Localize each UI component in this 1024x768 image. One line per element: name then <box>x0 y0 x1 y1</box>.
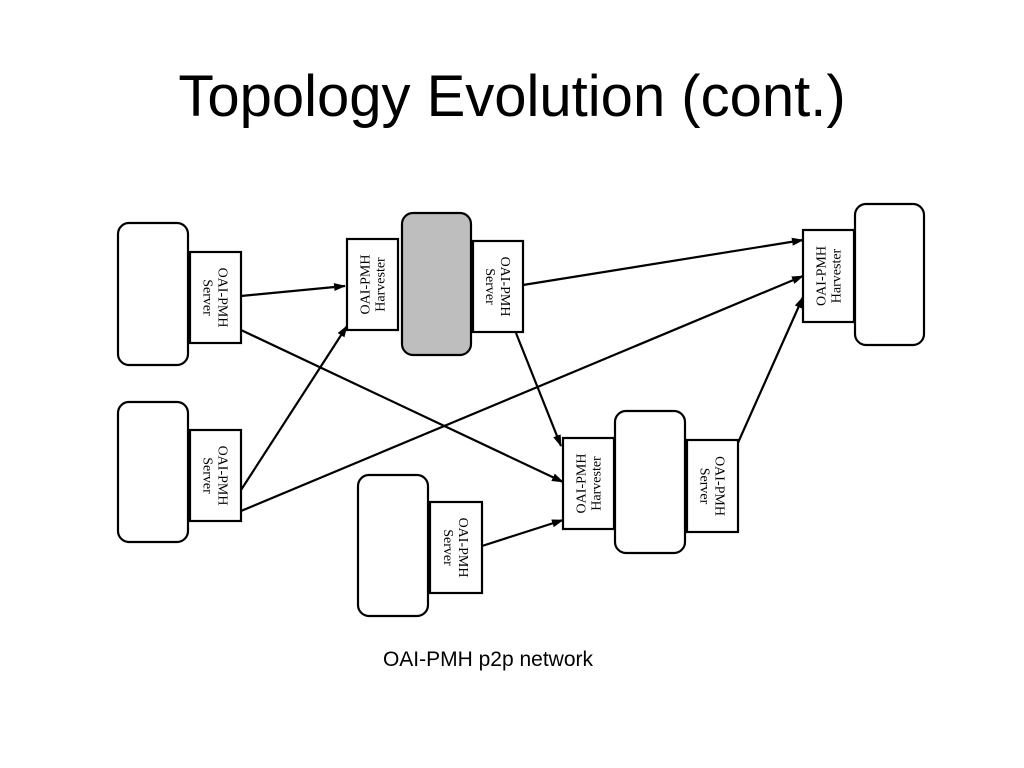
port-label-line1: OAI-PMH <box>497 257 512 317</box>
node-e-harvester-port: OAI-PMH Harvester <box>801 228 856 324</box>
port-label-line2: Harvester <box>830 248 845 303</box>
edge-c-to-e <box>735 296 805 446</box>
port-label-line2: Server <box>200 279 215 316</box>
edge-a-to-c <box>240 329 564 483</box>
node-b-server-port: OAI-PMH Server <box>188 428 243 523</box>
edge-b-to-e <box>240 274 804 513</box>
node-d: OAI-PMH Server <box>356 473 484 618</box>
node-c: OAI-PMH Harvester OAI-PMH Server <box>561 409 740 555</box>
port-label-line2: Server <box>200 457 215 494</box>
hub-node: OAI-PMH Harvester OAI-PMH Server <box>345 211 525 357</box>
port-label-line2: Server <box>440 529 455 566</box>
slide-title: Topology Evolution (cont.) <box>178 64 846 129</box>
node-a: OAI-PMH Server <box>116 221 243 367</box>
edge-hub-to-c <box>514 332 563 447</box>
hub-server-port: OAI-PMH Server <box>471 239 525 334</box>
port-label-line1: OAI-PMH <box>455 518 470 578</box>
port-label-line2: Server <box>482 268 497 305</box>
edge-b-to-hub <box>240 325 348 491</box>
port-label-line2: Harvester <box>374 257 389 312</box>
port-label-line1: OAI-PMH <box>815 246 830 306</box>
port-label-line1: OAI-PMH <box>215 446 230 506</box>
port-label-line1: OAI-PMH <box>575 454 590 514</box>
node-c-harvester-port: OAI-PMH Harvester <box>561 436 616 531</box>
port-label-line2: Harvester <box>590 456 605 511</box>
node-b: OAI-PMH Server <box>116 400 243 544</box>
port-label-line1: OAI-PMH <box>359 255 374 315</box>
hub-harvester-port: OAI-PMH Harvester <box>345 237 400 332</box>
port-label-line2: Server <box>697 468 712 505</box>
port-label-line1: OAI-PMH <box>215 268 230 328</box>
port-label-line1: OAI-PMH <box>712 456 727 516</box>
edge-a-to-hub <box>240 283 346 298</box>
edge-hub-to-e <box>522 237 804 287</box>
node-e: OAI-PMH Harvester <box>801 202 926 347</box>
node-c-server-port: OAI-PMH Server <box>685 438 740 534</box>
edge-d-to-c <box>481 518 564 548</box>
node-a-server-port: OAI-PMH Server <box>188 250 243 345</box>
node-d-server-port: OAI-PMH Server <box>428 500 484 595</box>
diagram-caption: OAI-PMH p2p network <box>382 648 594 671</box>
